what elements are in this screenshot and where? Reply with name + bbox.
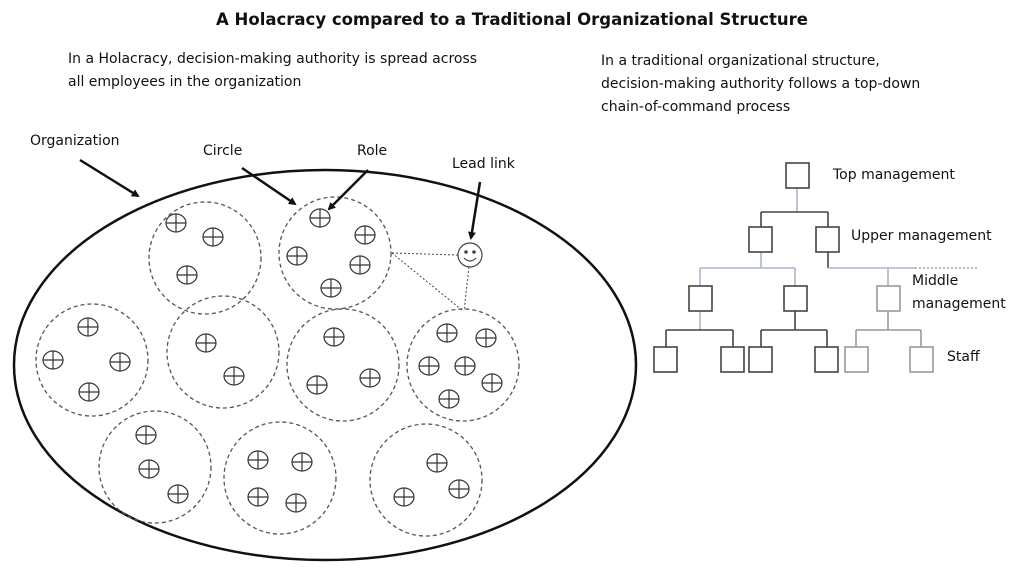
level-middle-management-line1: Middle [912, 273, 959, 289]
circle [278, 196, 392, 310]
circle [406, 308, 520, 422]
position-box [785, 162, 810, 189]
level-staff: Staff [947, 349, 980, 365]
role-icon [247, 487, 269, 507]
role-icon [359, 368, 381, 388]
role-icon [448, 479, 470, 499]
level-top-management: Top management [833, 167, 955, 183]
label-circle: Circle [203, 143, 243, 159]
role-icon [165, 213, 187, 233]
circle-group [223, 421, 337, 535]
traditional-description-line3: chain-of-command process [601, 99, 791, 115]
level-upper-management: Upper management [851, 228, 992, 244]
role-icon [349, 255, 371, 275]
position-box [748, 346, 773, 373]
circle-group [286, 308, 400, 422]
role-icon [323, 327, 345, 347]
holacracy-description-line1: In a Holacracy, decision-making authorit… [68, 51, 478, 67]
circle [98, 410, 212, 524]
level-middle-management-line2: management [912, 296, 1006, 312]
holacracy-description-line2: all employees in the organization [68, 74, 302, 90]
circle-group [369, 423, 483, 537]
label-organization: Organization [30, 133, 120, 149]
role-icon [77, 317, 99, 337]
arrow-lead-link [468, 181, 482, 240]
smiley-icon [457, 242, 483, 268]
role-icon [285, 493, 307, 513]
circle [223, 421, 337, 535]
role-icon [426, 453, 448, 473]
role-icon [195, 333, 217, 353]
role-icon [167, 484, 189, 504]
role-icon [418, 356, 440, 376]
role-icon [306, 375, 328, 395]
role-icon [286, 246, 308, 266]
position-box [876, 285, 901, 312]
circle-group [98, 410, 212, 524]
position-box [815, 226, 840, 253]
circle-group [406, 308, 520, 422]
role-icon [247, 450, 269, 470]
circle-group [166, 295, 280, 409]
position-box [814, 346, 839, 373]
circle [148, 201, 262, 315]
role-icon [135, 425, 157, 445]
role-icon [138, 459, 160, 479]
role-icon [202, 227, 224, 247]
circle [166, 295, 280, 409]
circle [369, 423, 483, 537]
role-icon [481, 373, 503, 393]
circle-group [148, 201, 262, 315]
position-box [720, 346, 745, 373]
role-icon [393, 487, 415, 507]
traditional-description-line1: In a traditional organizational structur… [601, 53, 880, 69]
role-icon [109, 352, 131, 372]
arrow-role [327, 169, 369, 211]
circle [35, 303, 149, 417]
role-icon [438, 389, 460, 409]
role-icon [475, 328, 497, 348]
role-icon [454, 356, 476, 376]
diagram-title: A Holacracy compared to a Traditional Or… [216, 10, 808, 29]
traditional-description-line2: decision-making authority follows a top-… [601, 76, 921, 92]
role-icon [291, 452, 313, 472]
lead-link-connectors [391, 252, 470, 312]
role-icon [309, 208, 331, 228]
position-box [909, 346, 934, 373]
role-icon [320, 278, 342, 298]
role-icon [354, 225, 376, 245]
position-box [748, 226, 773, 253]
role-icon [176, 265, 198, 285]
label-lead-link: Lead link [452, 156, 515, 172]
role-icon [42, 350, 64, 370]
position-box [688, 285, 713, 312]
role-icon [436, 323, 458, 343]
role-icon [78, 382, 100, 402]
position-box [844, 346, 869, 373]
circle-group [278, 196, 392, 310]
position-box [783, 285, 808, 312]
circle [286, 308, 400, 422]
position-box [653, 346, 678, 373]
circle-group [35, 303, 149, 417]
role-icon [223, 366, 245, 386]
organization-ellipse [12, 168, 638, 562]
arrow-circle [241, 166, 297, 206]
label-role: Role [357, 143, 388, 159]
arrow-organization [79, 158, 140, 198]
